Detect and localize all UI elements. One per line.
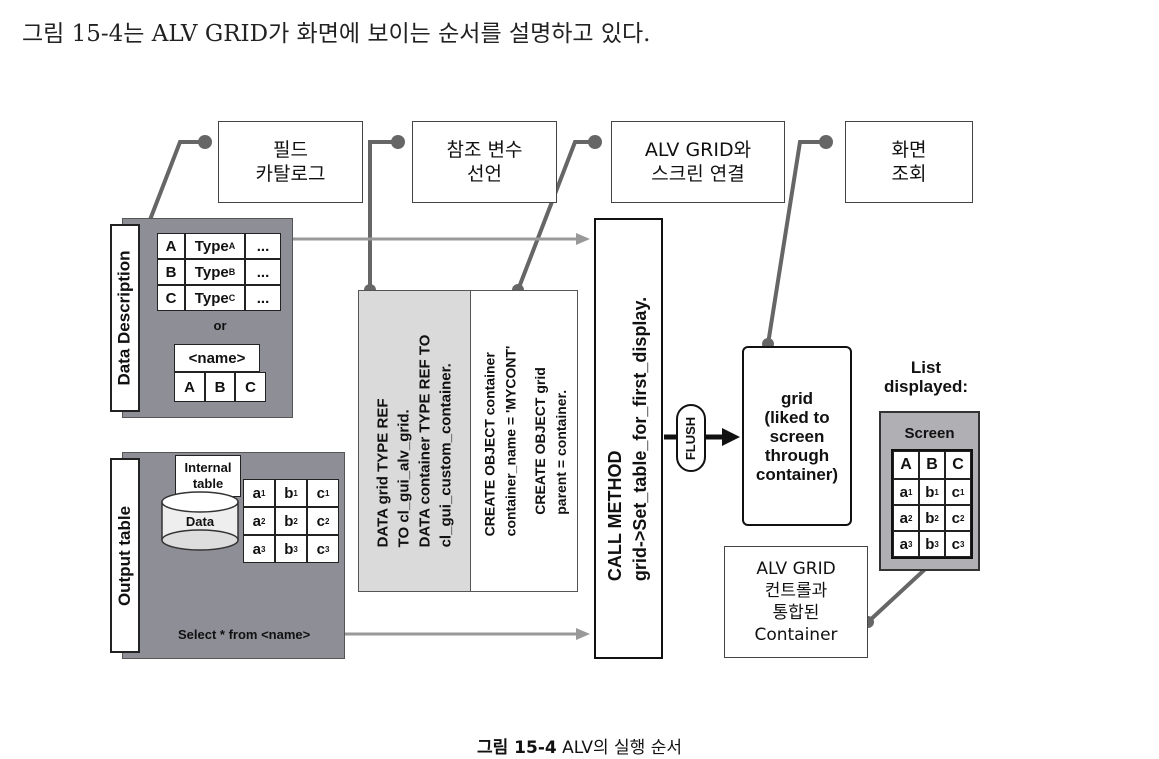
screen-header: B [919, 451, 945, 479]
grid-box: grid (liked to screen through container) [742, 346, 852, 526]
grid-box-text: grid (liked to screen through container) [755, 388, 839, 484]
code-col1: DATA grid TYPE REF TO cl_gui_alv_grid. D… [358, 290, 470, 592]
code-col2b: CREATE OBJECT grid parent = container. [523, 290, 578, 592]
step-screen-display: 화면 조회 [845, 121, 973, 203]
name-col: A [174, 372, 205, 402]
dot-step4-end [819, 135, 833, 149]
code-col2a: CREATE OBJECT container container_name =… [470, 290, 530, 592]
screen-title: Screen [904, 425, 955, 442]
type-key: C [157, 285, 185, 311]
name-col: B [205, 372, 235, 402]
connector-step4 [766, 140, 826, 345]
flush-text: FLUSH [683, 416, 699, 460]
figure-caption: 그림 15-4 ALV의 실행 순서 [476, 738, 683, 758]
select-statement: Select * from <name> [178, 627, 311, 642]
type-key: A [157, 233, 185, 259]
dot-step1-end [198, 135, 212, 149]
output-table-label: Output table [110, 458, 140, 653]
dot-step2-end [391, 135, 405, 149]
data-description-label: Data Description [110, 224, 140, 412]
list-displayed-label: List displayed: [883, 358, 969, 396]
data-label: Data [185, 514, 215, 529]
type-more: ... [245, 233, 281, 259]
code-block-white [470, 290, 578, 592]
name-box: <name> [174, 344, 260, 372]
call-method-box: CALL METHOD grid->Set_table_for_first_di… [594, 218, 663, 659]
dot-step3-end [588, 135, 602, 149]
arrow-flush-head [722, 428, 740, 446]
code-create-container: CREATE OBJECT container container_name =… [481, 345, 518, 537]
screen-header: C [945, 451, 971, 479]
intro-text: 그림 15-4는 ALV GRID가 화면에 보이는 순서를 설명하고 있다. [22, 21, 651, 47]
step-field-catalog: 필드 카탈로그 [218, 121, 363, 203]
internal-table-label: Internal table [175, 455, 241, 497]
database-icon [161, 491, 239, 551]
name-col: C [235, 372, 266, 402]
screen-header: A [893, 451, 919, 479]
code-create-grid: CREATE OBJECT grid parent = container. [531, 367, 569, 515]
type-more: ... [245, 285, 281, 311]
type-key: B [157, 259, 185, 285]
container-box: ALV GRID 컨트롤과 통합된 Container [724, 546, 868, 658]
type-more: ... [245, 259, 281, 285]
step-alv-screen-link: ALV GRID와 스크린 연결 [611, 121, 785, 203]
connector-step1 [146, 140, 205, 226]
code-declare-text: DATA grid TYPE REF TO cl_gui_alv_grid. D… [374, 334, 454, 548]
flush-badge: FLUSH [676, 404, 706, 472]
screen-header-row: A B C [893, 451, 971, 479]
call-method-text: CALL METHOD grid->Set_table_for_first_di… [605, 296, 651, 581]
or-label: or [213, 318, 227, 333]
step-ref-variable: 참조 변수 선언 [412, 121, 557, 203]
name-columns: A B C [174, 372, 266, 402]
connector-step2 [368, 140, 398, 290]
